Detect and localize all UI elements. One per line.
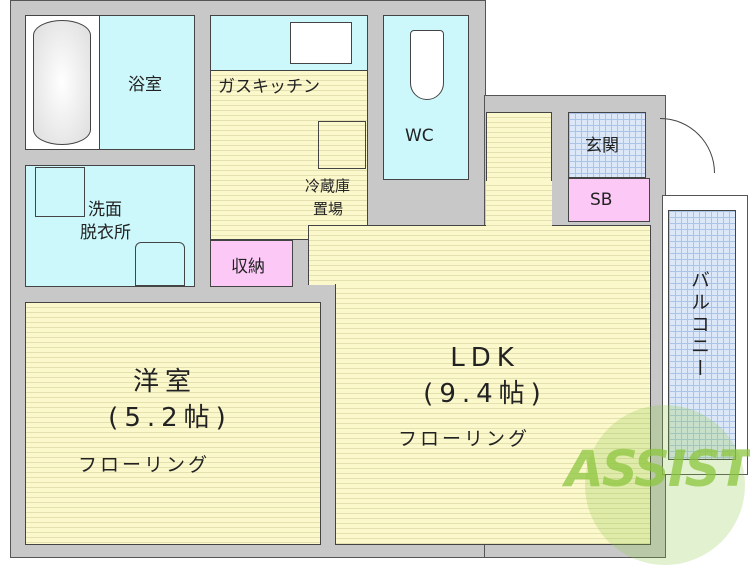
storage <box>210 240 293 287</box>
ldk-upper <box>486 181 552 227</box>
washroom-label-1: 洗面 <box>88 200 122 220</box>
kitchen-label: ガスキッチン <box>218 77 320 97</box>
western-floor-label: フローリング <box>78 454 211 476</box>
western-room-size: (5.2帖) <box>108 403 232 433</box>
fridge-label-2: 置場 <box>313 200 344 218</box>
logo-circle <box>585 405 745 565</box>
bathtub-icon <box>33 20 91 145</box>
fridge-label-1: 冷蔵庫 <box>305 177 351 195</box>
ldk-label: LDK <box>450 343 520 373</box>
kitchen-floor <box>210 70 368 240</box>
sink-icon <box>290 22 352 64</box>
fridge-space-icon <box>318 121 366 169</box>
washroom <box>25 165 195 287</box>
western-room <box>25 302 321 545</box>
ldk-room-main <box>335 284 651 545</box>
ldk-floor-label: フローリング <box>398 428 531 450</box>
hallway <box>486 112 552 182</box>
bath-label: 浴室 <box>128 75 162 95</box>
bath-room <box>99 15 195 150</box>
assist-logo: ASSIST <box>565 440 750 498</box>
washbasin-icon <box>135 242 185 286</box>
entrance <box>568 112 646 178</box>
ldk-size: (9.4帖) <box>423 379 547 409</box>
entrance-label: 玄関 <box>585 136 619 156</box>
balcony-label: バルコニー <box>688 270 710 380</box>
washroom-label-2: 脱衣所 <box>80 223 131 243</box>
western-room-label: 洋室 <box>132 367 197 397</box>
balcony <box>668 210 736 460</box>
shoebox <box>568 178 650 222</box>
shoebox-label: SB <box>590 190 613 210</box>
washing-machine-icon <box>35 167 85 217</box>
front-door[interactable] <box>660 118 715 173</box>
toilet-icon <box>410 30 444 100</box>
ldk-room <box>308 225 651 285</box>
storage-label: 収納 <box>231 257 265 277</box>
wc-label: WC <box>405 126 434 146</box>
